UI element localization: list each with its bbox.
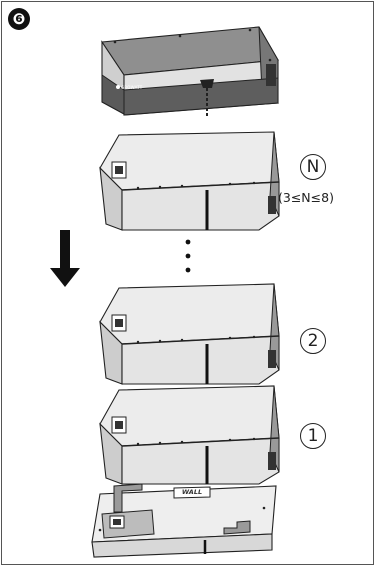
top-cover-unit	[101, 26, 279, 118]
module-n-label: N	[300, 154, 326, 180]
brand-logo-icon	[116, 85, 120, 89]
module-1-label: 1	[300, 423, 326, 449]
battery-module-n	[99, 131, 280, 231]
battery-module-1	[99, 385, 280, 485]
module-count-range: (3≤N≤8)	[278, 190, 334, 205]
base-plate	[91, 483, 277, 558]
step-number-badge: ❻	[8, 8, 30, 30]
vertical-ellipsis-icon	[185, 239, 191, 273]
brand-label: GROWATT	[121, 85, 143, 90]
battery-module-2	[99, 283, 280, 385]
wall-plate-label: WALL	[181, 488, 203, 496]
arrow-down-icon	[50, 230, 80, 287]
module-2-label: 2	[300, 328, 326, 354]
